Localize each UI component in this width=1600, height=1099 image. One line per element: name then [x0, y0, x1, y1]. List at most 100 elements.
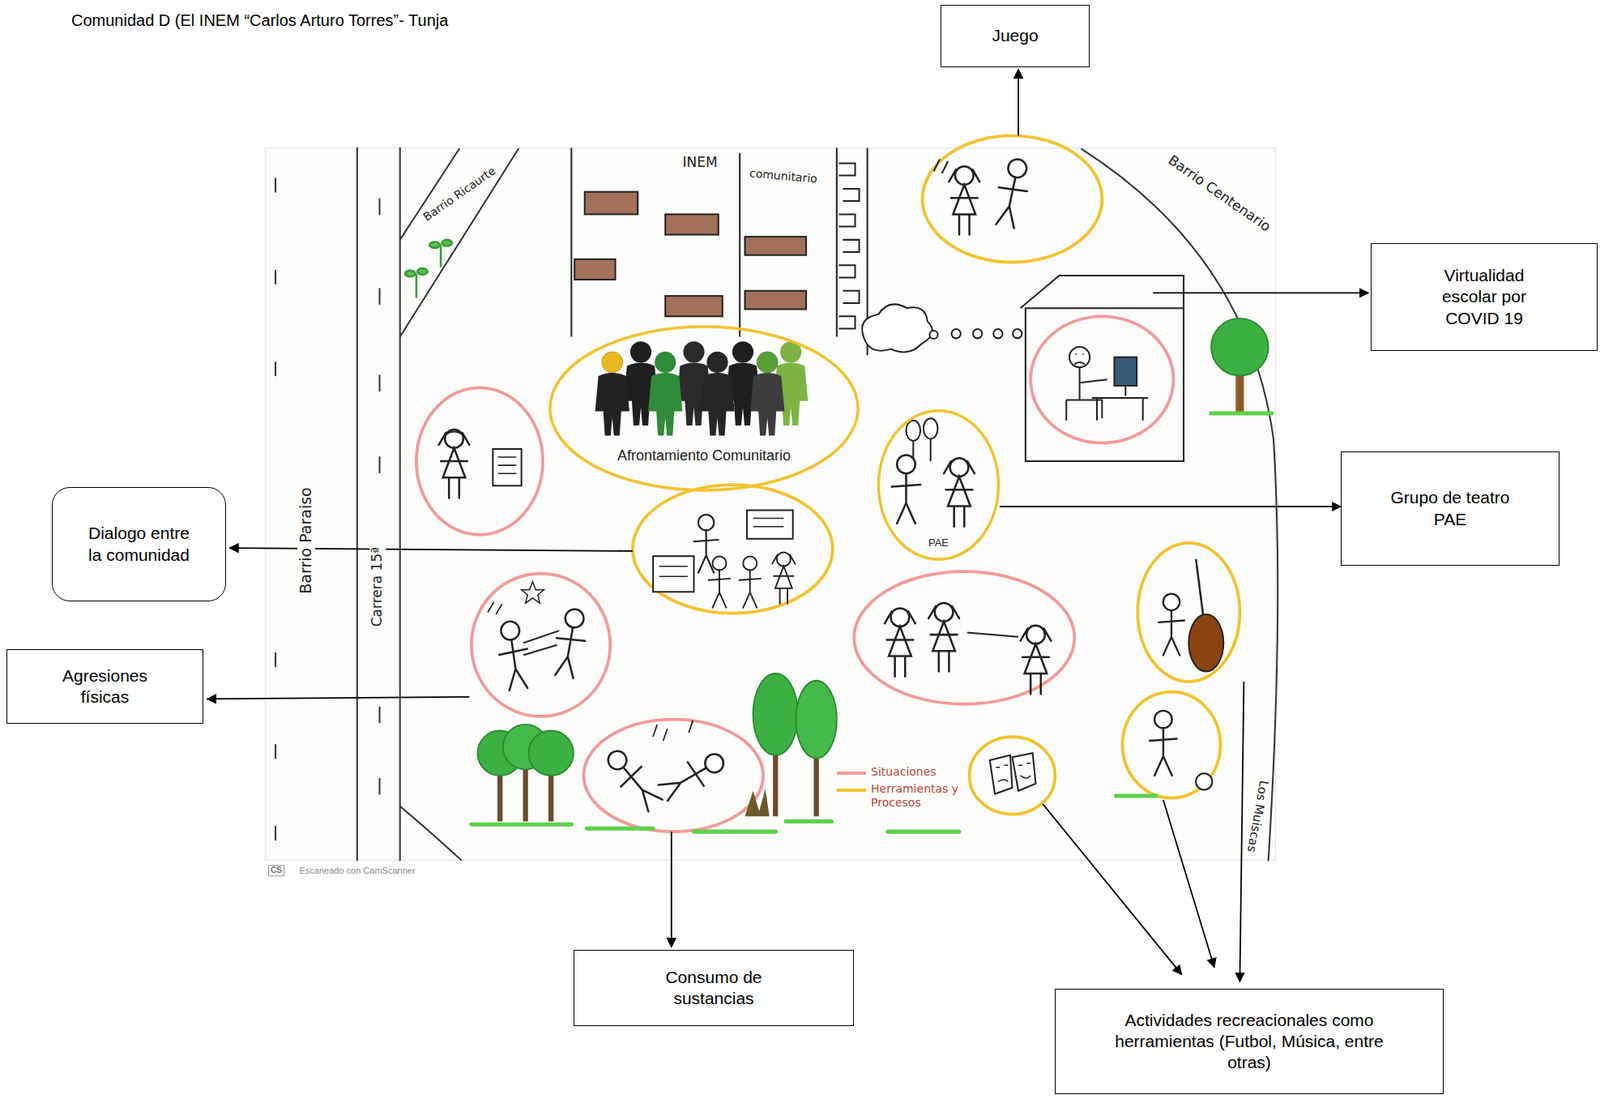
thought-bubble [1012, 328, 1022, 338]
virtual-school-house [1074, 354, 1085, 365]
substance-use-scene [600, 743, 666, 815]
leader-arrows [1042, 803, 1182, 974]
thought-bubble [861, 303, 1022, 352]
thought-bubble [951, 328, 961, 338]
aggression-scene [523, 630, 559, 655]
girls-exclusion-scene [853, 571, 1075, 704]
paper-ground [264, 148, 1276, 861]
theatre-figures [923, 418, 939, 439]
trees-and-grass [795, 680, 837, 759]
virtual-school-house [1092, 385, 1148, 421]
football-scene [1113, 793, 1158, 798]
text-stack: Juego [991, 25, 1038, 47]
thought-bubble [861, 303, 933, 352]
circle-label: PAE [928, 536, 949, 550]
roads [275, 148, 1278, 861]
girls-exclusion-scene [928, 602, 960, 671]
girls-exclusion-scene [1020, 625, 1052, 694]
roads [274, 178, 277, 840]
substance-use-scene [656, 746, 730, 806]
substance-use-scene [652, 720, 693, 741]
music-scene [1195, 558, 1204, 623]
stressed-student-scene [416, 387, 543, 534]
trees-and-grass [753, 673, 798, 756]
leader-arrows [1163, 799, 1215, 967]
leader-arrows [670, 831, 673, 947]
circle-outline [546, 324, 862, 493]
girls-exclusion-scene [884, 607, 916, 676]
theatre-figures [891, 455, 921, 524]
ricaurte-plants [405, 270, 416, 278]
aggression-scene [550, 606, 590, 679]
community-people [699, 351, 734, 436]
play-scene [990, 156, 1033, 230]
legend-row: Herramientas y Procesos [836, 781, 960, 810]
text-stack: Dialogo entre la comunidad [81, 522, 197, 566]
football-scene [1113, 691, 1221, 798]
thought-bubble [972, 328, 982, 338]
ricaurte-plants [441, 239, 453, 247]
circle-outline [878, 410, 999, 559]
thought-bubble [993, 328, 1003, 338]
dialogue-scene [708, 555, 730, 607]
school-building [838, 162, 859, 329]
dialogue-scene [772, 551, 795, 603]
theatre-masks [969, 736, 1056, 815]
leader-arrows [207, 69, 1369, 982]
box-label: Virtualidad escolar por COVID 19 [1420, 264, 1549, 329]
trees-and-grass [528, 729, 573, 775]
music-scene [1158, 593, 1185, 656]
legend-swatch [836, 788, 867, 792]
roads [1081, 149, 1278, 861]
virtual-school-house [1020, 275, 1185, 461]
street-name: Carrera 15ª [369, 544, 386, 630]
theatre-figures [943, 457, 975, 526]
ricaurte-plants [415, 273, 419, 298]
school-building [584, 192, 638, 215]
tree-right [1211, 318, 1269, 376]
dialogue-scene [632, 484, 833, 614]
community-people [756, 351, 778, 373]
callout-box: Actividades recreacionales como herramie… [1054, 988, 1444, 1094]
virtual-school-house [1066, 366, 1107, 420]
play-scene [922, 135, 1103, 262]
roads [357, 148, 401, 861]
text-stack: Grupo de teatro PAE [1382, 486, 1519, 530]
scanner-logo: CS [268, 864, 285, 876]
thought-bubble [929, 330, 938, 339]
trees-and-grass [471, 821, 960, 832]
legend-row: Situaciones [836, 764, 960, 779]
music-scene [1188, 614, 1224, 672]
leader-arrows [229, 547, 633, 551]
callout-box: Grupo de teatro PAE [1340, 451, 1560, 566]
trees-and-grass [744, 788, 769, 816]
circle-outline [550, 326, 858, 491]
theatre-masks [1011, 752, 1036, 791]
stressed-student-scene [492, 448, 521, 486]
box-label: Juego [991, 25, 1038, 47]
legend-text: Herramientas y Procesos [870, 781, 960, 810]
theatre-masks [989, 755, 1013, 794]
box-label: Dialogo entre la comunidad [81, 522, 197, 566]
school-building [665, 213, 718, 235]
neighbourhood-name: Barrio Paraiso [297, 484, 316, 596]
ricaurte-plants [439, 244, 443, 268]
community-people [750, 351, 785, 436]
play-scene [948, 166, 980, 235]
ricaurte-plants [429, 241, 440, 248]
roads [400, 806, 462, 861]
diagram-title: Comunidad D (El INEM “Carlos Arturo Torr… [71, 11, 448, 30]
substance-use-scene [583, 719, 764, 832]
aggression-scene [494, 618, 534, 691]
leader-arrows [1017, 69, 1020, 137]
football-scene [1122, 691, 1221, 798]
aggression-scene [487, 601, 503, 615]
theatre-figures [913, 438, 931, 461]
football-scene [1195, 772, 1212, 790]
music-scene [1137, 542, 1240, 682]
school-building [571, 148, 867, 356]
girls-exclusion-scene [853, 571, 1075, 704]
tree-right [1209, 410, 1274, 415]
callout-box: Juego [940, 4, 1090, 68]
